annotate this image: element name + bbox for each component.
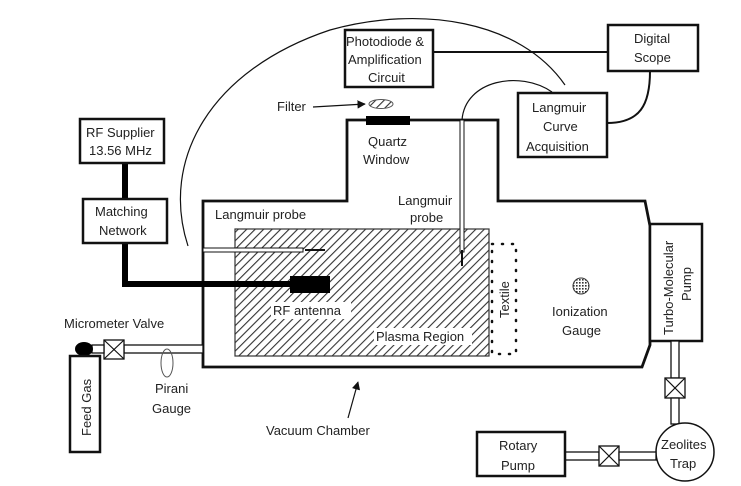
zeolites-trap-label-2: Trap: [670, 456, 696, 471]
rf-antenna-label: RF antenna: [273, 303, 342, 318]
textile-label: Textile: [497, 281, 512, 318]
pirani-gauge: [160, 348, 174, 378]
photodiode-amplification-circuit: [343, 28, 435, 89]
rotary-pump-label-2: Pump: [501, 458, 535, 473]
rotary-pump: [475, 430, 567, 478]
pirani-gauge-label-2: Gauge: [152, 401, 191, 416]
ionization-gauge-label-2: Gauge: [562, 323, 601, 338]
quartz-window-label-2: Window: [363, 152, 410, 167]
probe-signal-cable: [179, 17, 566, 247]
gas-regulator: [75, 342, 93, 356]
rotary-pipe-right: [618, 451, 657, 461]
vacuum-chamber-arrow: [347, 381, 361, 419]
rf-antenna-cable: [122, 240, 292, 287]
rotary-valve[interactable]: [598, 445, 620, 467]
matching-network-label-2: Network: [99, 223, 147, 238]
langmuir-probe-vertical-label-2: probe: [410, 210, 443, 225]
textile-sample: [490, 242, 518, 356]
vacuum-chamber-label: Vacuum Chamber: [266, 423, 370, 438]
matching-network: [81, 197, 169, 245]
quartz-window: [366, 116, 410, 125]
rotary-pump-label-1: Rotary: [499, 438, 538, 453]
regulator-stub: [91, 344, 105, 354]
photodiode-label-3: Circuit: [368, 70, 405, 85]
feed-gas-cylinder: [68, 354, 102, 454]
langmuir-acquisition-label-3: Acquisition: [526, 139, 589, 154]
langmuir-probe-horizontal-label: Langmuir probe: [215, 207, 306, 222]
langmuir-acquisition-label-1: Langmuir: [532, 100, 587, 115]
micrometer-valve-label: Micrometer Valve: [64, 316, 164, 331]
filter-label: Filter: [277, 99, 307, 114]
plasma-region-label: Plasma Region: [376, 329, 464, 344]
photodiode-label-1: Photodiode &: [346, 34, 424, 49]
filter-arrow: [312, 100, 366, 109]
rf-supplier-label-1: RF Supplier: [86, 125, 155, 140]
langmuir-probe-vertical-label-1: Langmuir: [398, 193, 453, 208]
turbo-pump-label-2: Pump: [679, 267, 694, 301]
turbo-valve[interactable]: [664, 377, 686, 399]
acquisition-scope-cable: [606, 70, 651, 124]
zeolites-trap-label-1: Zeolites: [661, 437, 707, 452]
ionization-gauge: [572, 277, 590, 295]
digital-scope-label-1: Digital: [634, 31, 670, 46]
photodiode-label-2: Amplification: [348, 52, 422, 67]
vertical-probe-cable: [461, 79, 553, 121]
ionization-gauge-label-1: Ionization: [552, 304, 608, 319]
pirani-gauge-label-1: Pirani: [155, 381, 188, 396]
langmuir-probe-horizontal: [202, 247, 304, 253]
rf-antenna: [290, 276, 330, 293]
zeolite-upper-pipe: [670, 397, 680, 425]
filter: [368, 99, 394, 109]
langmuir-curve-acquisition: [516, 91, 609, 159]
digital-scope-label-2: Scope: [634, 50, 671, 65]
zeolites-trap: [655, 422, 715, 482]
langmuir-probe-vertical: [459, 119, 465, 253]
rotary-pipe-left: [564, 451, 600, 461]
turbo-pump-label-1: Turbo-Molecular: [661, 240, 676, 335]
micrometer-valve[interactable]: [103, 339, 125, 360]
feed-gas-label: Feed Gas: [79, 378, 94, 436]
rf-supplier-label-2: 13.56 MHz: [89, 143, 152, 158]
quartz-window-label-1: Quartz: [368, 134, 407, 149]
matching-network-label-1: Matching: [95, 204, 148, 219]
turbo-molecular-pump: [648, 222, 704, 343]
turbo-pipe: [670, 340, 680, 379]
rf-supplier: [78, 117, 166, 165]
vacuum-chamber-wall: [201, 118, 652, 369]
digital-scope: [606, 23, 700, 73]
langmuir-acquisition-label-2: Curve: [543, 119, 578, 134]
